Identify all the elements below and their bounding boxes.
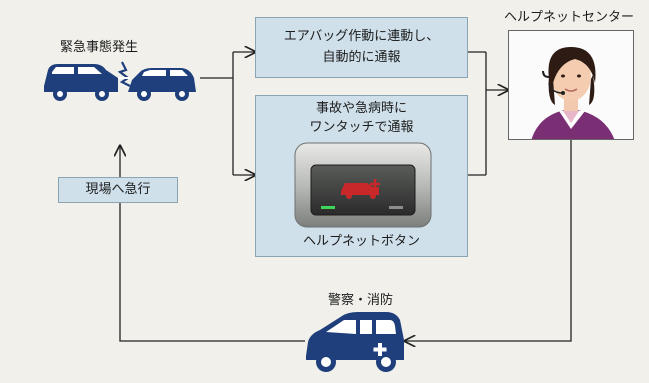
car-collision-icon <box>40 56 200 104</box>
airbag-auto-report-box: エアバッグ作動に連動し、 自動的に通報 <box>255 17 468 78</box>
operator-photo <box>508 30 634 140</box>
arrow-police-to-scene <box>120 146 305 342</box>
police-fire-label: 警察・消防 <box>328 293 394 308</box>
helpnet-center-label: ヘルプネットセンター <box>504 10 635 25</box>
button-text-line2: ワンタッチで通報 <box>309 120 414 135</box>
rush-to-scene-label: 現場へ急行 <box>58 177 178 203</box>
one-touch-report-box: 事故や急病時に ワンタッチで通報 <box>255 95 468 257</box>
helpnet-button-caption: ヘルプネットボタン <box>302 234 420 249</box>
button-text-line1: 事故や急病時に <box>315 101 407 116</box>
emergency-car-icon <box>302 310 406 374</box>
emergency-label: 緊急事態発生 <box>60 40 139 55</box>
airbag-text-line1: エアバッグ作動に連動し、 <box>283 29 440 44</box>
airbag-text-line2: 自動的に通報 <box>322 50 401 65</box>
helpnet-button-image <box>293 141 433 229</box>
arrow-center-to-police <box>405 138 572 341</box>
